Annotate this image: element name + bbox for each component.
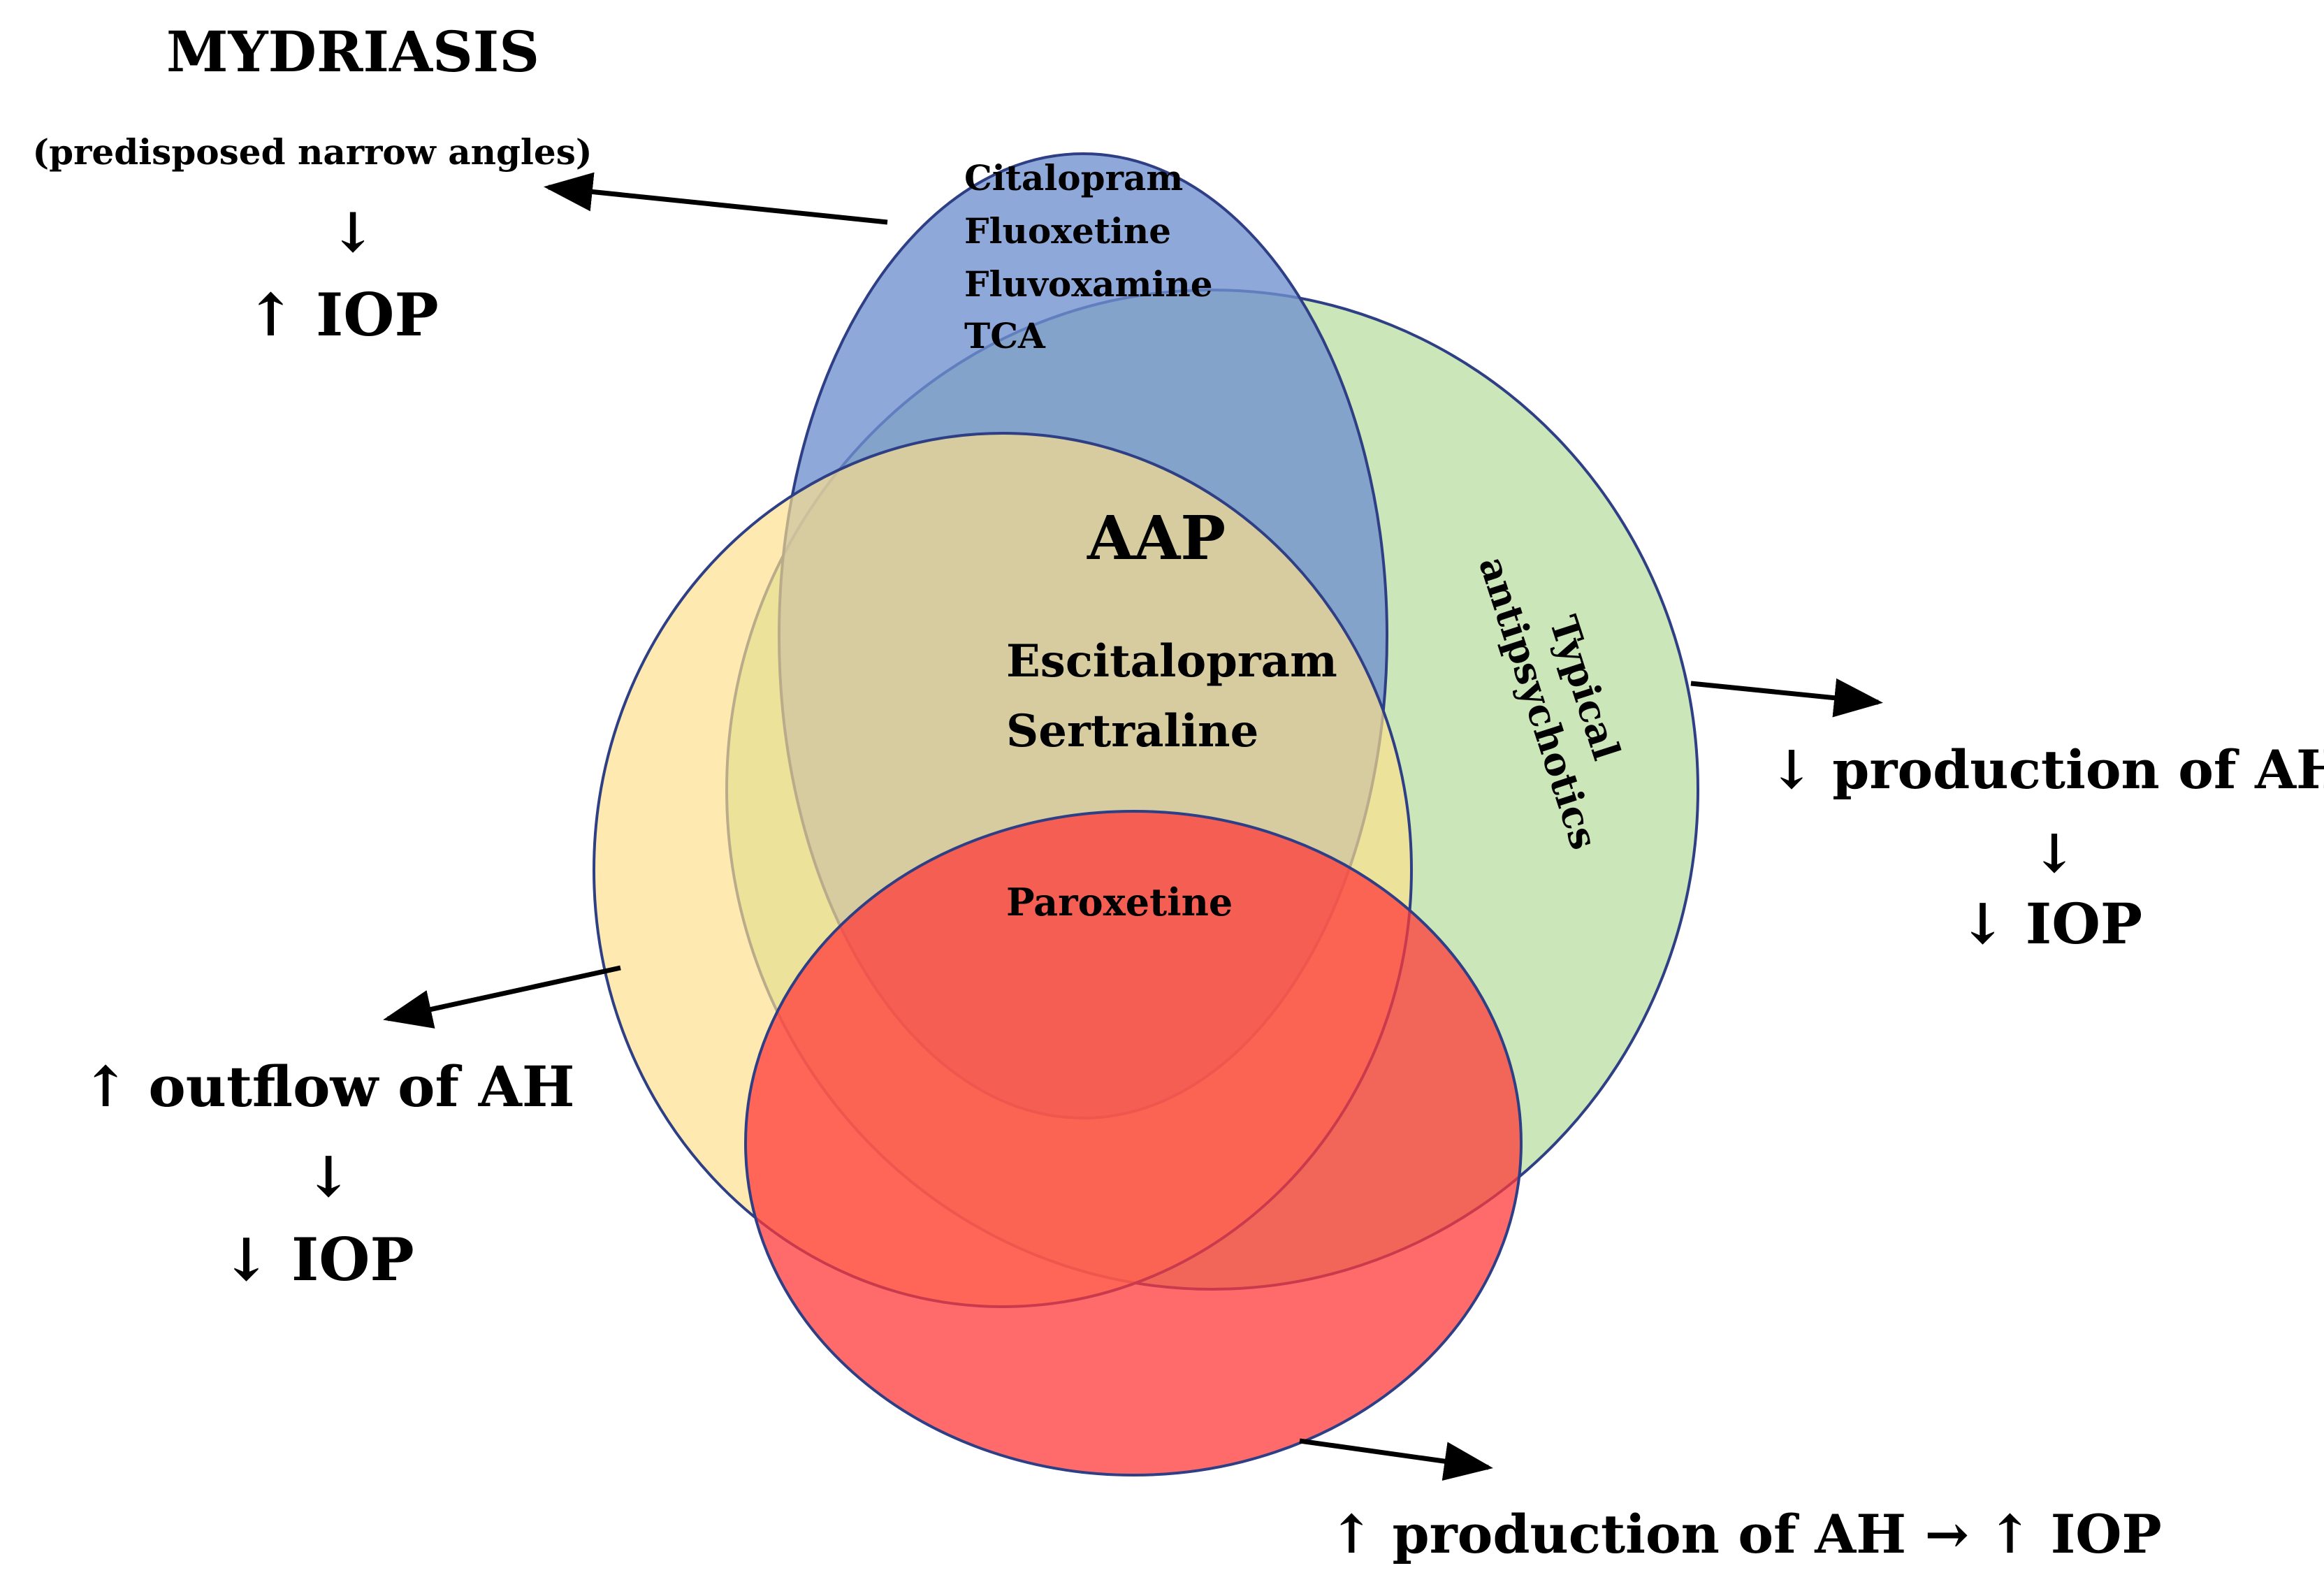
mydriasis-subtitle: (predisposed narrow angles) bbox=[32, 131, 592, 173]
red-set-ellipse bbox=[744, 810, 1523, 1476]
production-down-title: ↓ production of AH bbox=[1769, 739, 2324, 801]
mydriasis-arrow bbox=[544, 172, 888, 225]
production-down-effect: ↓ production of AH ↓ ↓ IOP bbox=[1769, 739, 2324, 957]
production-down-result: ↓ IOP bbox=[1959, 891, 2142, 957]
effect-arrows bbox=[383, 172, 1883, 1481]
mydriasis-result: ↑ IOP bbox=[246, 280, 438, 349]
production-up-label: ↑ production of AH → ↑ IOP bbox=[1329, 1503, 2161, 1565]
outflow-up-title: ↑ outflow of AH bbox=[82, 1054, 575, 1119]
center-title: AAP bbox=[1087, 503, 1226, 574]
production-up-arrow bbox=[1299, 1438, 1493, 1481]
outflow-up-result: ↓ IOP bbox=[221, 1225, 414, 1294]
blue-drug-label: Fluoxetine bbox=[964, 210, 1171, 252]
outflow-up-down-arrow: ↓ bbox=[305, 1144, 351, 1210]
mydriasis-effect: MYDRIASIS (predisposed narrow angles) ↓ … bbox=[32, 19, 592, 349]
outflow-up-arrow bbox=[383, 965, 621, 1029]
venn-sets bbox=[593, 152, 1699, 1476]
center-drug-label: Escitalopram bbox=[1006, 635, 1337, 688]
blue-drug-label: Citalopram bbox=[964, 157, 1183, 198]
production-down-down-arrow: ↓ bbox=[2032, 822, 2077, 885]
mydriasis-down-arrow: ↓ bbox=[330, 201, 375, 265]
blue-drug-label: Fluvoxamine bbox=[964, 263, 1213, 305]
red-center-label: Paroxetine bbox=[1006, 880, 1233, 924]
center-drug-label: Sertraline bbox=[1006, 705, 1258, 757]
blue-drug-label: TCA bbox=[964, 315, 1046, 356]
outflow-up-effect: ↑ outflow of AH ↓ ↓ IOP bbox=[82, 1054, 575, 1294]
mydriasis-title: MYDRIASIS bbox=[166, 19, 539, 85]
blue-set-labels: Citalopram Fluoxetine Fluvoxamine TCA bbox=[964, 157, 1213, 356]
production-down-arrow bbox=[1690, 678, 1883, 718]
